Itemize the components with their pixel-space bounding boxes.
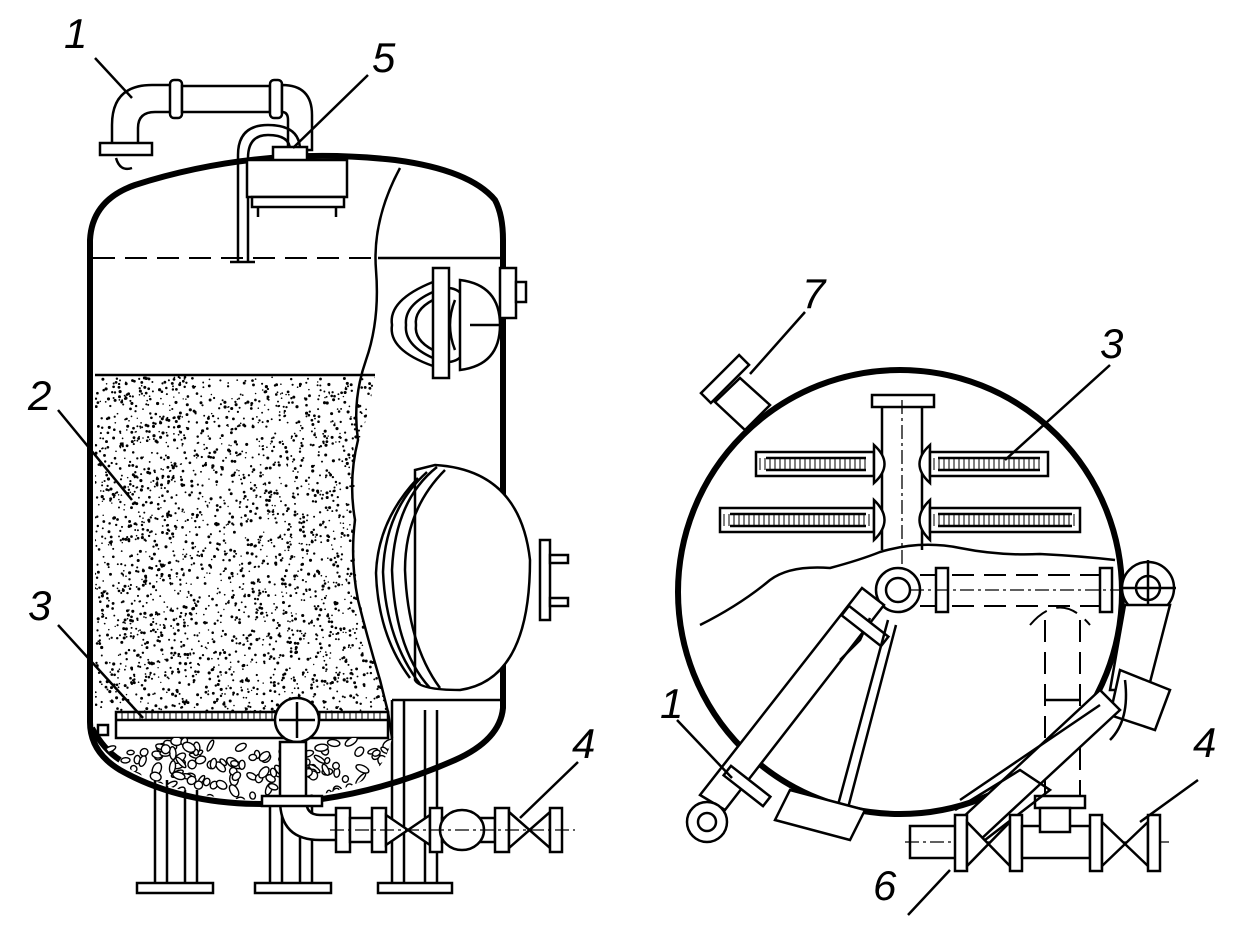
cutaway-break bbox=[350, 167, 402, 739]
vessel-shell bbox=[87, 152, 506, 808]
section-break bbox=[699, 543, 1116, 627]
label-drain-plan: 6 bbox=[873, 862, 897, 909]
sand-fill bbox=[95, 375, 388, 712]
top-view bbox=[675, 353, 1176, 873]
drainage-laterals bbox=[718, 442, 1082, 543]
support-legs bbox=[135, 700, 454, 895]
label-inlet: 1 bbox=[64, 10, 87, 57]
side-view bbox=[87, 78, 575, 895]
label-nozzle-plan: 7 bbox=[802, 270, 827, 317]
label-valve-plan: 4 bbox=[1193, 719, 1216, 766]
top-hatch bbox=[230, 123, 349, 264]
label-hatch: 5 bbox=[372, 34, 396, 81]
label-filter-media: 2 bbox=[27, 372, 51, 419]
outlet-valves-plan bbox=[905, 806, 1170, 873]
gravel-layer bbox=[104, 738, 392, 800]
label-valve: 4 bbox=[572, 720, 595, 767]
drainage-distributor bbox=[114, 710, 390, 740]
collector-header-plan bbox=[910, 560, 1176, 741]
upper-manhole bbox=[390, 266, 528, 380]
label-distributor: 3 bbox=[28, 582, 51, 629]
label-laterals-plan: 3 bbox=[1100, 320, 1123, 367]
leader-lines bbox=[57, 57, 1199, 916]
label-inlet-plan: 1 bbox=[660, 680, 683, 727]
outlet-pipe bbox=[260, 740, 575, 854]
part-labels: 1 5 2 3 4 7 3 1 4 6 bbox=[27, 10, 1216, 909]
nozzle-7 bbox=[699, 353, 772, 432]
inlet-pipe-plan bbox=[685, 566, 922, 844]
inlet-pipe bbox=[98, 78, 314, 171]
lower-manhole bbox=[374, 463, 570, 692]
